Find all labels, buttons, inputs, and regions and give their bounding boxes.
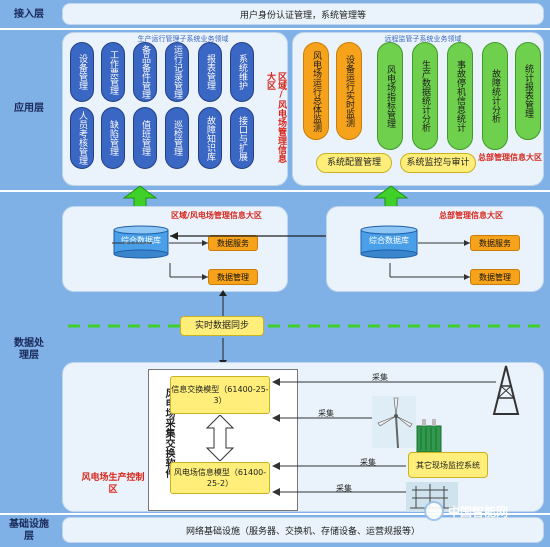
collect-label-2: 采集 <box>318 409 334 418</box>
module-system-maintenance: 系统维护 <box>230 42 254 102</box>
production-zone-label: 风电场生产控制区 <box>81 473 145 495</box>
transmission-tower-icon <box>492 365 520 415</box>
farm-info-model-box: 风电场信息模型（61400-25-2） <box>170 462 270 494</box>
collection-arrows <box>272 378 496 496</box>
module-work-ticket: 工作票管理 <box>101 42 125 102</box>
collect-label-4: 采集 <box>336 484 352 493</box>
module-spare-parts: 备品备件管理 <box>133 42 157 102</box>
realtime-sync-dashed-line <box>68 324 544 328</box>
database-label-right: 综合数据库 <box>369 236 409 245</box>
layer-label-infrastructure: 基础设施层 <box>4 516 54 546</box>
module-production-statistics: 生产数据统计分析 <box>412 42 438 150</box>
watermark-text: 中国智能网 <box>448 504 509 519</box>
database-cylinder-left <box>113 225 169 259</box>
right-app-panel-title: 远程监管子系统业务领域 <box>384 35 462 43</box>
layer-column <box>0 0 58 547</box>
data-management-box-left: 数据管理 <box>208 269 258 285</box>
data-zone-right-connectors <box>389 240 470 280</box>
production-panel <box>62 362 544 512</box>
data-zone-left-connectors <box>112 240 208 280</box>
model-double-arrow <box>206 415 234 461</box>
module-equipment-realtime: 设备运行实时监测 <box>336 42 362 140</box>
module-statistical-reports: 统计报表管理 <box>515 42 541 140</box>
collect-label-1: 采集 <box>372 373 388 382</box>
left-zone-label: 区域/风电场管理信息大区 <box>265 72 286 163</box>
realtime-sync-box: 实时数据同步 <box>180 316 264 336</box>
layer-label-infrastructure-text: 基础设施层 <box>9 519 49 542</box>
info-exchange-model-box: 信息交换模型（61400-25-3） <box>170 376 270 414</box>
right-zone-label: 总部管理信息大区 <box>478 153 542 162</box>
system-config-box: 系统配置管理 <box>316 153 392 173</box>
collect-label-3: 采集 <box>360 458 376 467</box>
module-defects: 缺陷管理 <box>101 107 125 169</box>
database-cylinder-right <box>360 225 418 259</box>
data-zone-right-title: 总部管理信息大区 <box>439 211 503 220</box>
layer-label-data-processing: 数据处理层 <box>4 190 54 510</box>
other-monitoring-system-box: 其它现场监控系统 <box>408 452 488 478</box>
access-bar-text: 用户身份认证管理，系统管理等 <box>239 10 366 21</box>
infrastructure-text: 网络基础设施（服务器、交换机、存储设备、运营规报等） <box>185 526 420 537</box>
module-farm-indicators: 风电场指标管理 <box>377 42 403 150</box>
module-equipment-management: 设备管理 <box>70 42 94 102</box>
system-monitor-box: 系统监控与审计 <box>400 153 476 173</box>
data-management-box-right: 数据管理 <box>470 269 520 285</box>
module-shutdown-statistics: 事故停机信息统计 <box>447 42 473 150</box>
layer-divider <box>0 28 550 30</box>
software-label: 风电场采集交换软件 <box>163 388 174 478</box>
data-zone-left-title: 区域/风电场管理信息大区 <box>171 211 262 220</box>
data-service-box-right: 数据服务 <box>470 235 520 251</box>
module-staff-assessment: 人员考核管理 <box>70 107 94 169</box>
database-label-left: 综合数据库 <box>121 236 161 245</box>
module-duty: 值班管理 <box>133 107 157 169</box>
left-app-panel-title: 生产运行管理子系统业务领域 <box>137 35 229 43</box>
transformer-icon <box>416 419 442 453</box>
module-interfaces: 接口与扩展 <box>230 107 254 169</box>
realtime-sync-vertical-arrow <box>219 290 227 366</box>
module-operation-records: 运行记录管理 <box>165 42 189 102</box>
layer-label-access: 接入层 <box>14 9 44 20</box>
module-inspection: 巡检管理 <box>165 107 189 169</box>
wind-turbine-icon <box>372 396 416 448</box>
watermark: 中国智能网 <box>424 500 544 522</box>
module-fault-knowledge: 故障知识库 <box>198 107 222 169</box>
layer-label-application: 应用层 <box>14 103 44 114</box>
watermark-logo-icon <box>424 501 444 521</box>
layer-divider <box>0 513 550 515</box>
infrastructure-bar: 网络基础设施（服务器、交换机、存储设备、运营规报等） <box>62 517 544 543</box>
module-fault-analysis: 故障统计分析 <box>482 42 508 150</box>
module-farm-overall-monitoring: 风电场运行总体监测 <box>303 42 329 140</box>
layer-label-data-processing-text: 数据处理层 <box>14 338 44 361</box>
layer-divider <box>0 190 550 192</box>
access-bar: 用户身份认证管理，系统管理等 <box>62 3 544 25</box>
module-reports: 报表管理 <box>198 42 222 102</box>
